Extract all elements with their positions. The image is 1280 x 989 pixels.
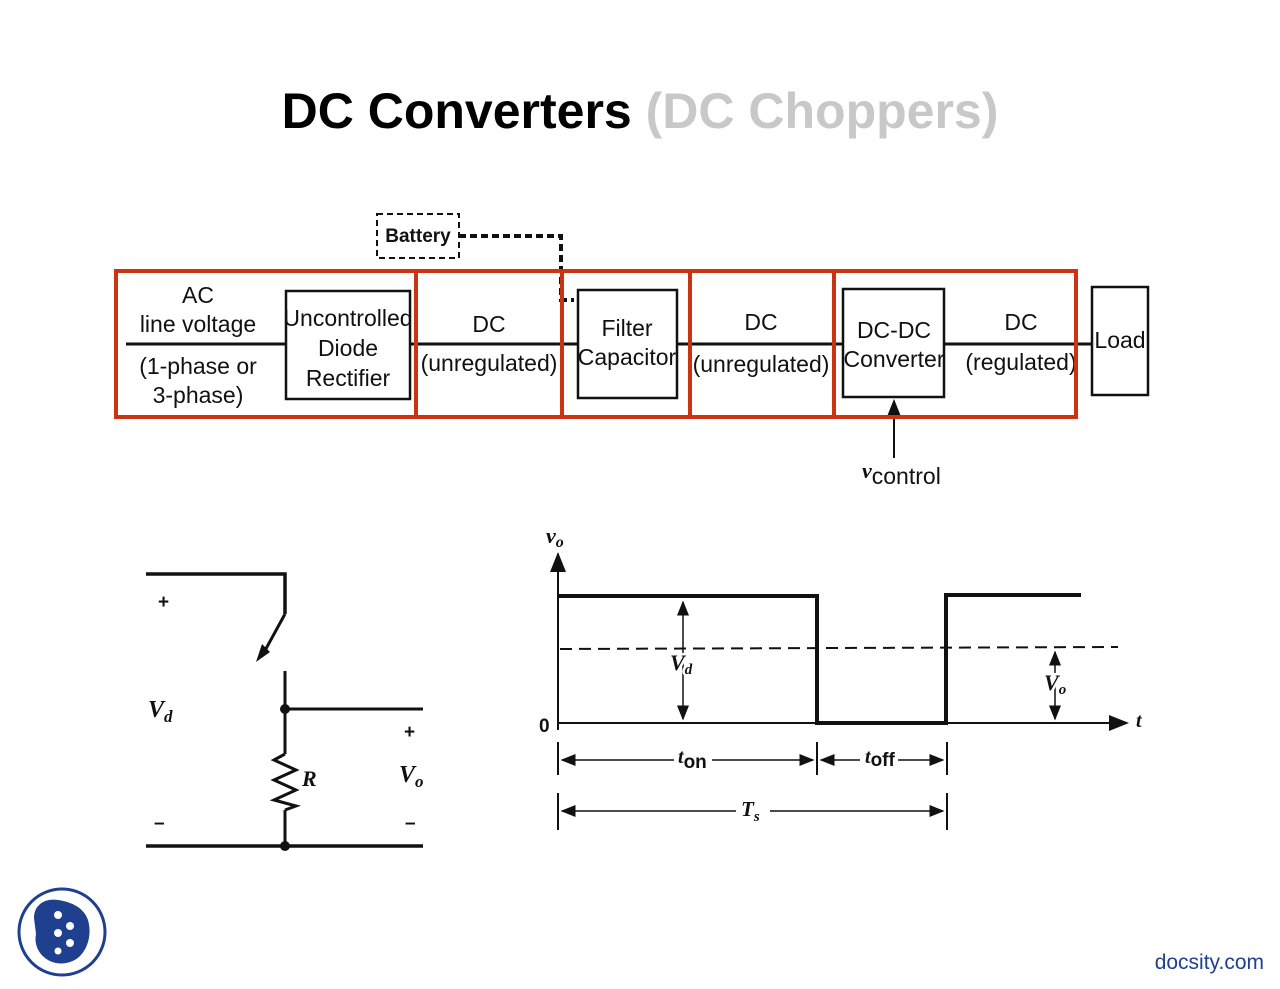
node-top xyxy=(280,704,290,714)
filter-capacitor-block xyxy=(576,288,679,400)
rectifier-line-1: Uncontrolled xyxy=(283,305,412,331)
dc-unreg-2-title: DC xyxy=(744,309,777,335)
converter-line-1: DC-DC xyxy=(857,317,931,343)
load-block xyxy=(1090,285,1150,397)
ac-source-line-1: AC xyxy=(182,282,214,308)
filter-line-2: Capacitor xyxy=(578,344,677,370)
control-signal-label: vcontrol xyxy=(862,458,941,489)
waveform-vd-label: Vd xyxy=(670,650,693,678)
title-main: DC Converters xyxy=(281,83,632,139)
x-axis-label: t xyxy=(1136,710,1143,732)
minus-right: – xyxy=(405,813,416,834)
resistor-label: R xyxy=(301,766,317,791)
control-sub: control xyxy=(872,463,941,489)
plus-right: + xyxy=(404,722,415,743)
ton-sub: on xyxy=(684,752,707,773)
footer-brand-link[interactable]: docsity.com xyxy=(1154,951,1264,974)
rectifier-block xyxy=(284,289,412,401)
node-bottom xyxy=(280,841,290,851)
dc-unreg-1-title: DC xyxy=(472,311,505,337)
y-axis-label: vo xyxy=(546,523,564,551)
title-subtitle: (DC Choppers) xyxy=(645,83,999,139)
waveform-vd-main: V xyxy=(670,650,687,675)
top-wire xyxy=(146,572,287,614)
control-v: v xyxy=(862,458,872,483)
vd-label: Vd xyxy=(148,697,173,726)
toff-sub: off xyxy=(871,750,896,771)
load-label: Load xyxy=(1094,327,1145,353)
minus-left: – xyxy=(154,813,165,834)
vd-main: V xyxy=(148,697,166,723)
vo-main: V xyxy=(399,762,417,788)
slide-title: DC Converters (DC Choppers) xyxy=(0,82,1280,140)
ton-label: ton xyxy=(678,746,707,773)
ton-main: t xyxy=(678,746,685,768)
vd-sub: d xyxy=(164,707,173,726)
converter-line-2: Converter xyxy=(844,346,945,372)
waveform-vo-main: V xyxy=(1044,670,1061,695)
dc-reg-title: DC xyxy=(1004,309,1037,335)
docsity-logo-icon xyxy=(17,887,107,977)
waveform-vo-label: Vo xyxy=(1044,670,1066,698)
waveform-plot xyxy=(550,552,1129,830)
y-axis-main: v xyxy=(546,523,556,548)
filter-line-1: Filter xyxy=(601,315,652,341)
dc-unreg-1-sub: (unregulated) xyxy=(421,350,558,376)
battery-label: Battery xyxy=(385,226,451,247)
ac-source-line-2: line voltage xyxy=(140,311,256,337)
ac-source-label: AC line voltage (1-phase or 3-phase) xyxy=(139,282,257,408)
y-axis-sub: o xyxy=(556,534,564,551)
toff-main: t xyxy=(865,746,872,768)
waveform-labels: vo t 0 Vd Vo ton toff Ts xyxy=(539,523,1143,825)
ts-main: T xyxy=(741,797,755,821)
switch-arrow-icon xyxy=(256,644,270,662)
battery-connection xyxy=(459,234,574,302)
resistor-icon xyxy=(269,752,301,812)
rectifier-line-2: Diode xyxy=(318,335,378,361)
dc-unreg-2-sub: (unregulated) xyxy=(693,351,830,377)
chopper-circuit xyxy=(146,572,423,851)
chopper-circuit-labels: + – Vd R + Vo – xyxy=(148,592,424,834)
battery-box xyxy=(376,213,460,259)
plus-left: + xyxy=(158,592,169,613)
toff-label: toff xyxy=(865,746,895,771)
highlight-box-converter xyxy=(832,269,1078,419)
origin-label: 0 xyxy=(539,716,550,737)
block-diagram: Battery AC line voltage (1-phase or 3-ph… xyxy=(114,213,1150,489)
ac-source-line-4: 3-phase) xyxy=(153,382,244,408)
average-voltage-line xyxy=(559,646,1119,650)
vo-label: Vo xyxy=(399,762,424,791)
waveform-vd-sub: d xyxy=(685,662,693,678)
ts-sub: s xyxy=(753,809,760,825)
waveform-vo-sub: o xyxy=(1059,682,1067,698)
ts-label: Ts xyxy=(741,797,760,825)
ac-source-line-3: (1-phase or xyxy=(139,353,257,379)
dcdc-converter-block xyxy=(841,287,946,399)
rectifier-line-3: Rectifier xyxy=(306,365,391,391)
dc-reg-sub: (regulated) xyxy=(965,349,1076,375)
vo-sub: o xyxy=(415,772,424,791)
highlight-boxes xyxy=(114,269,1078,419)
output-waveform xyxy=(558,593,1081,725)
